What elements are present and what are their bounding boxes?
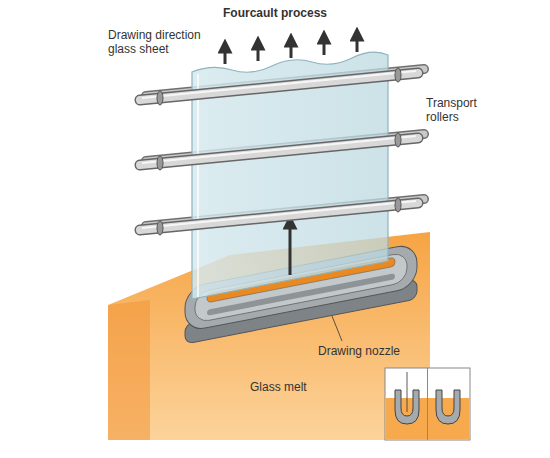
label-holder: Drawing nozzle [318, 344, 418, 358]
ground-side [108, 300, 150, 440]
label-holder: Transport rollers [426, 96, 506, 124]
diagram-title: Fourcault process [170, 6, 380, 20]
title-holder: Fourcault process [170, 6, 380, 20]
direction-arrows [225, 34, 357, 64]
nozzle-inset [385, 368, 470, 440]
transport-rollers [140, 68, 418, 235]
leader-line [332, 316, 342, 341]
label-holder: Glass melt [250, 380, 340, 394]
part-label: Drawing nozzle [318, 344, 418, 358]
part-label: Transport rollers [426, 96, 506, 124]
part-label: Glass melt [250, 380, 340, 394]
part-label: Drawing direction glass sheet [108, 28, 220, 56]
draw-arrow [289, 222, 292, 275]
label-holder: Drawing direction glass sheet [108, 28, 220, 56]
